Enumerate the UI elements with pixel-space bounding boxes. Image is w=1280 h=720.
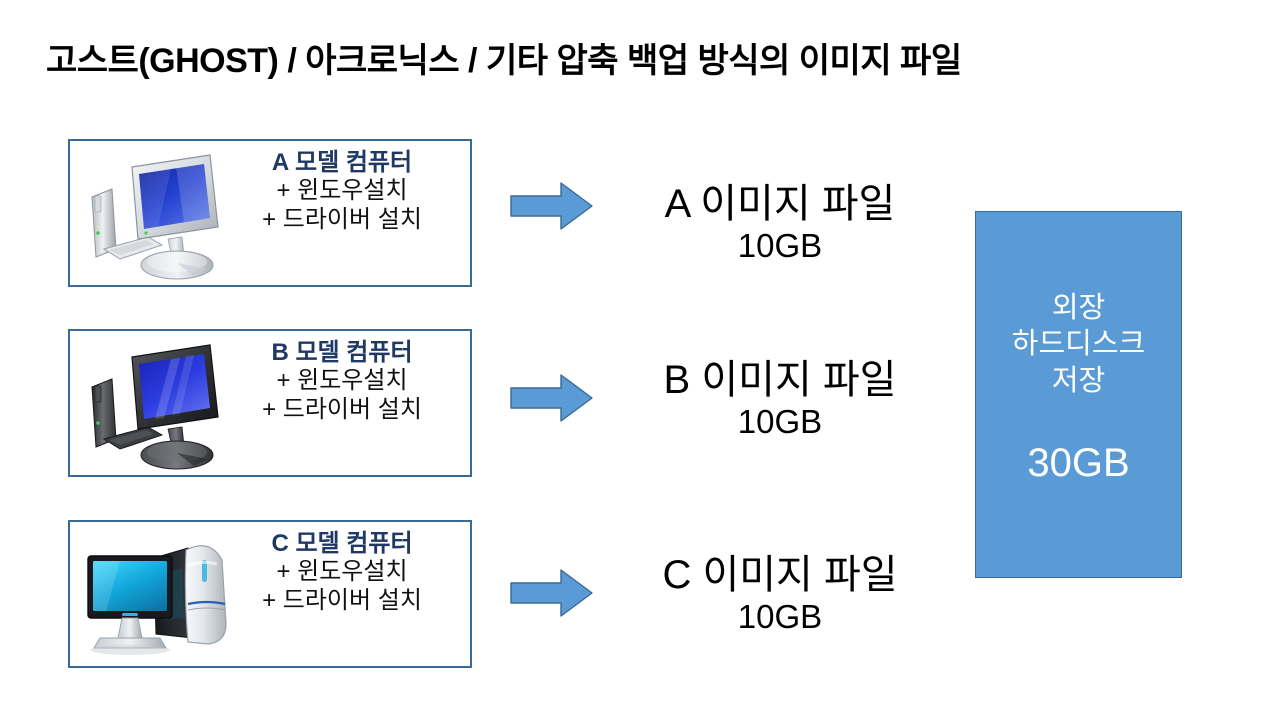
model-title-b: B 모델 컴퓨터: [271, 339, 413, 366]
storage-line-2: 하드디스크: [1011, 328, 1146, 361]
desktop-computer-tower-icon: [76, 526, 241, 666]
file-label-a: A 이미지 파일 10GB: [615, 182, 945, 265]
model-line2-c: + 드라이버 설치: [262, 587, 422, 615]
storage-total-size: 30GB: [1027, 440, 1130, 485]
model-line2-b: + 드라이버 설치: [262, 396, 422, 424]
file-size-a: 10GB: [737, 226, 823, 264]
storage-line-3: 저장: [1051, 364, 1106, 397]
file-name-b: B 이미지 파일: [663, 358, 897, 402]
model-line1-a: + 윈도우설치: [276, 177, 408, 205]
right-arrow-icon-b: [509, 372, 594, 424]
desktop-computer-black-icon: [76, 335, 241, 475]
external-storage-box: 외장 하드디스크 저장 30GB: [975, 211, 1182, 578]
model-line1-b: + 윈도우설치: [276, 367, 408, 395]
file-name-a: A 이미지 파일: [664, 182, 896, 226]
model-line2-a: + 드라이버 설치: [262, 206, 422, 234]
model-text-b: B 모델 컴퓨터 + 윈도우설치 + 드라이버 설치: [222, 339, 462, 425]
desktop-computer-silver-icon: [76, 145, 241, 285]
model-title-a: A 모델 컴퓨터: [271, 149, 413, 176]
model-box-b: B 모델 컴퓨터 + 윈도우설치 + 드라이버 설치: [68, 329, 472, 477]
model-box-c: C 모델 컴퓨터 + 윈도우설치 + 드라이버 설치: [68, 520, 472, 668]
file-size-c: 10GB: [737, 597, 823, 635]
file-label-c: C 이미지 파일 10GB: [615, 553, 945, 636]
file-label-b: B 이미지 파일 10GB: [615, 358, 945, 441]
model-title-c: C 모델 컴퓨터: [271, 530, 413, 557]
model-box-a: A 모델 컴퓨터 + 윈도우설치 + 드라이버 설치: [68, 139, 472, 287]
external-storage-text: 외장 하드디스크 저장 30GB: [976, 290, 1181, 485]
model-line1-c: + 윈도우설치: [276, 558, 408, 586]
model-text-c: C 모델 컴퓨터 + 윈도우설치 + 드라이버 설치: [222, 530, 462, 616]
right-arrow-icon-a: [509, 180, 594, 232]
page-title: 고스트(GHOST) / 아크로닉스 / 기타 압축 백업 방식의 이미지 파일: [46, 42, 962, 80]
storage-line-1: 외장: [1051, 292, 1106, 324]
right-arrow-icon-c: [509, 567, 594, 619]
file-name-c: C 이미지 파일: [662, 553, 898, 597]
model-text-a: A 모델 컴퓨터 + 윈도우설치 + 드라이버 설치: [222, 149, 462, 235]
file-size-b: 10GB: [737, 402, 823, 440]
